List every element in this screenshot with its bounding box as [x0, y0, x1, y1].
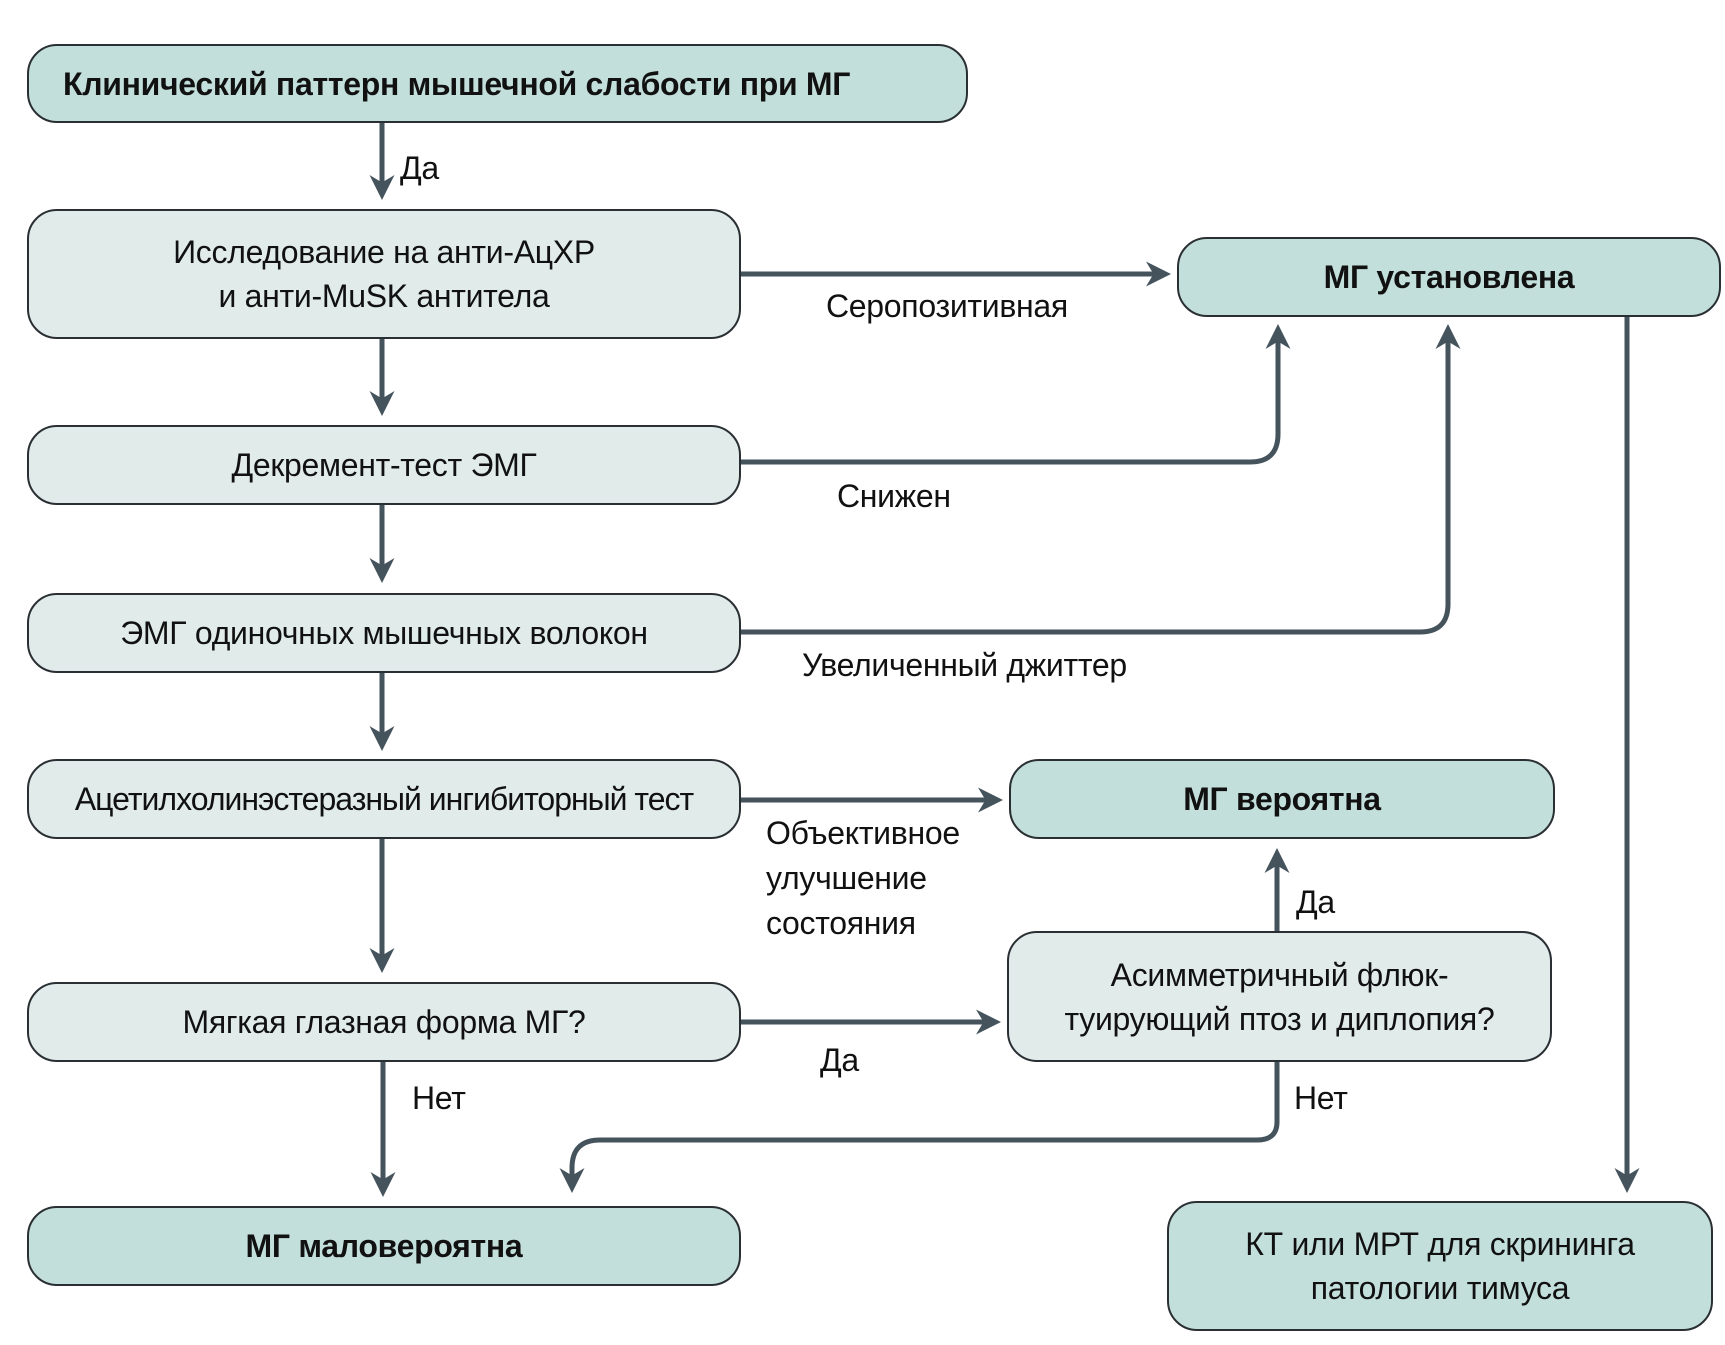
- label-ocular-yes: Да: [820, 1042, 859, 1078]
- node-start: Клинический паттерн мышечной слабости пр…: [27, 44, 968, 123]
- arrow-sfemg-to-established: [741, 324, 1461, 635]
- node-decrement-test: Декремент-тест ЭМГ: [27, 425, 741, 505]
- node-mg-probable-text: МГ вероятна: [1183, 781, 1381, 817]
- node-mg-established-text: МГ установлена: [1323, 259, 1575, 295]
- node-ache-test: Ацетилхолинэстеразный ингибиторный тест: [27, 759, 741, 839]
- label-improvement-3: состояния: [766, 905, 916, 941]
- node-mg-unlikely-text: МГ маловероятна: [245, 1228, 523, 1264]
- node-antibody-test-line2: и анти-MuSK антитела: [218, 278, 550, 314]
- label-start-yes: Да: [400, 150, 439, 186]
- label-ptosis-no: Нет: [1294, 1080, 1348, 1116]
- label-ptosis-yes: Да: [1296, 884, 1335, 920]
- node-antibody-test: Исследование на анти-АцХР и анти-MuSK ан…: [27, 209, 741, 339]
- node-start-text: Клинический паттерн мышечной слабости пр…: [63, 65, 851, 102]
- node-asymmetric-ptosis-line2: туирующий птоз и диплопия?: [1064, 1000, 1495, 1037]
- node-mg-established: МГ установлена: [1177, 237, 1721, 317]
- node-ct-mri-line2: патологии тимуса: [1310, 1270, 1570, 1306]
- node-asymmetric-ptosis: Асимметричный флюк- туирующий птоз и дип…: [1007, 931, 1552, 1062]
- node-mild-ocular: Мягкая глазная форма МГ?: [27, 982, 741, 1062]
- arrow-ptosis-to-unlikely: [559, 1062, 1280, 1193]
- node-decrement-test-text: Декремент-тест ЭМГ: [231, 447, 537, 483]
- node-ct-mri: КТ или МРТ для скрининга патологии тимус…: [1167, 1201, 1713, 1331]
- node-ache-test-text: Ацетилхолинэстеразный ингибиторный тест: [74, 781, 694, 817]
- label-seropositive: Серопозитивная: [826, 288, 1068, 324]
- node-antibody-test-line1: Исследование на анти-АцХР: [173, 234, 595, 270]
- label-ocular-no: Нет: [412, 1080, 466, 1116]
- label-decreased: Снижен: [837, 478, 951, 514]
- node-mild-ocular-text: Мягкая глазная форма МГ?: [182, 1004, 586, 1040]
- node-mg-probable: МГ вероятна: [1009, 759, 1555, 839]
- arrow-decrement-to-established: [741, 324, 1291, 465]
- node-sfemg: ЭМГ одиночных мышечных волокон: [27, 593, 741, 673]
- node-asymmetric-ptosis-line1: Асимметричный флюк-: [1110, 956, 1449, 993]
- label-jitter: Увеличенный джиттер: [802, 647, 1127, 683]
- label-improvement-2: улучшение: [766, 860, 927, 896]
- node-ct-mri-line1: КТ или МРТ для скрининга: [1245, 1226, 1635, 1262]
- node-mg-unlikely: МГ маловероятна: [27, 1206, 741, 1286]
- label-improvement-1: Объективное: [766, 815, 960, 851]
- node-sfemg-text: ЭМГ одиночных мышечных волокон: [120, 615, 648, 651]
